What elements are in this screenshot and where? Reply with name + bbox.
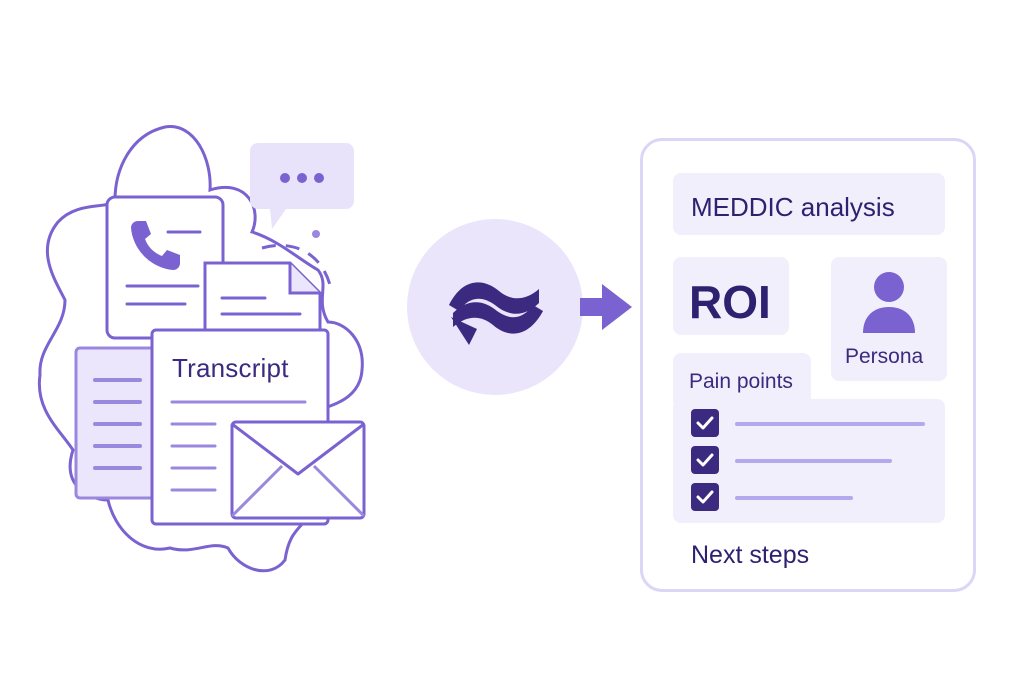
dot-decoration	[312, 230, 320, 238]
checklist-line	[735, 459, 892, 463]
persona-label: Persona	[845, 345, 924, 368]
pain-points-label: Pain points	[689, 370, 793, 393]
input-sources-illustration: Transcript	[0, 0, 400, 683]
next-steps-label: Next steps	[691, 541, 810, 569]
checkmark-icon	[696, 490, 714, 504]
envelope-icon	[230, 420, 366, 520]
brand-logo-icon	[449, 282, 543, 345]
roi-tile	[673, 257, 789, 335]
roi-label: ROI	[689, 276, 771, 328]
transcript-label: Transcript	[172, 353, 289, 383]
chat-bubble-icon	[250, 143, 354, 229]
brand-logo-badge	[407, 219, 583, 395]
folded-document	[203, 261, 322, 340]
checklist-line	[735, 496, 853, 500]
checkbox-checked	[691, 409, 719, 437]
analysis-title-tile	[673, 173, 945, 235]
analysis-title: MEDDIC analysis	[691, 192, 895, 222]
persona-avatar-icon	[863, 272, 915, 333]
checklist-line	[735, 422, 925, 426]
meddic-analysis-card: MEDDIC analysis ROI Persona Pain points …	[640, 138, 976, 592]
phone-icon	[131, 221, 180, 270]
dashed-arc	[261, 243, 332, 286]
checkmark-icon	[696, 453, 714, 467]
flow-arrow-icon	[580, 284, 632, 330]
checkbox-checked	[691, 446, 719, 474]
checkbox-checked	[691, 483, 719, 511]
checkmark-icon	[696, 416, 714, 430]
